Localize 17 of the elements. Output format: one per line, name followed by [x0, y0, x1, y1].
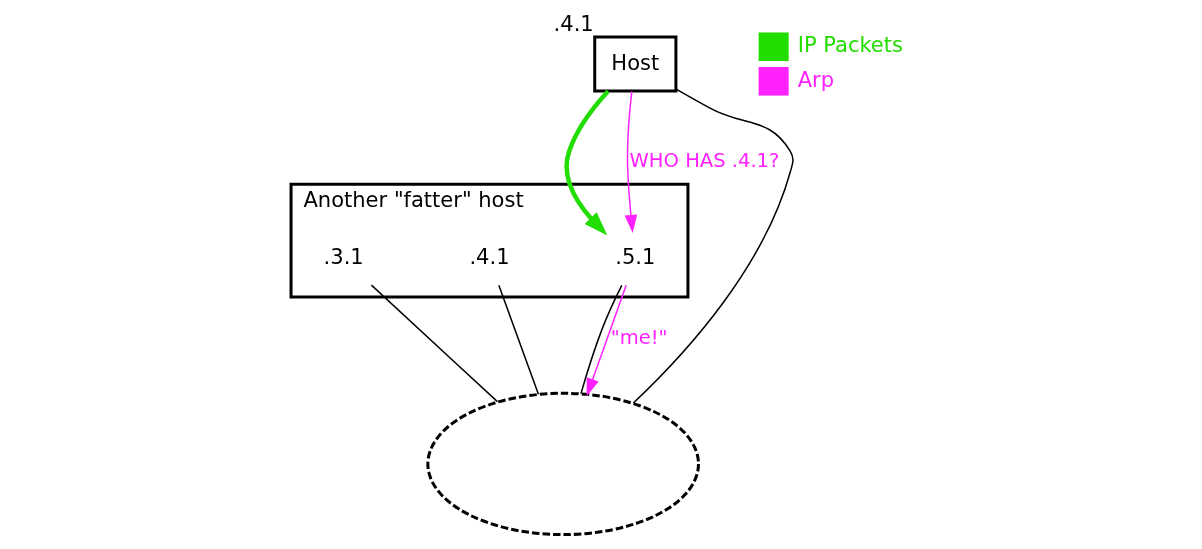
- connector: [497, 284, 539, 396]
- legend-label: Arp: [797, 66, 834, 92]
- connector: [370, 284, 498, 403]
- connector: [579, 284, 622, 395]
- node-text: .5.1: [614, 243, 655, 269]
- arrow: [586, 284, 627, 397]
- arrow: [624, 90, 637, 233]
- node-cloud: [425, 391, 700, 537]
- node-label: .4.1: [553, 11, 594, 37]
- edge-label: WHO HAS .4.1?: [629, 148, 779, 172]
- node-text: .4.1: [468, 243, 510, 269]
- edge-label: "me!": [610, 326, 668, 350]
- legend-label: IP Packets: [797, 32, 903, 58]
- connector: [632, 88, 794, 404]
- arrow: [564, 89, 610, 236]
- node-text: .3.1: [323, 243, 364, 269]
- node-box: Host: [592, 35, 677, 93]
